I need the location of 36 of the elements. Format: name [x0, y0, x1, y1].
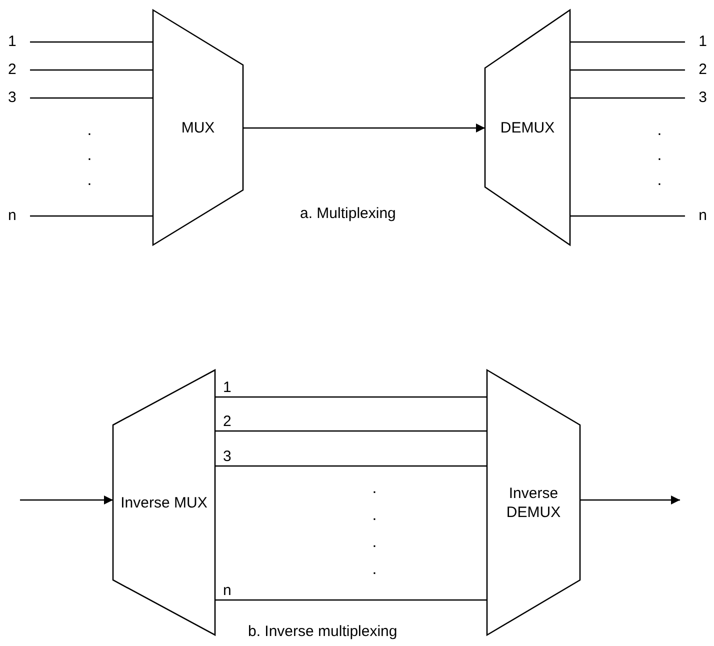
- ellipsis-dots: . . .: [656, 121, 663, 191]
- arrow: [20, 496, 113, 504]
- channel-number: n: [685, 207, 707, 225]
- arrow: [580, 496, 680, 504]
- channel-number: n: [8, 207, 30, 225]
- line: [570, 69, 685, 71]
- line: [30, 69, 153, 71]
- trapezoid-block: [113, 370, 215, 635]
- ellipsis-dots: . . .: [86, 121, 93, 191]
- channel-number: 2: [685, 61, 707, 79]
- channel-number: 3: [685, 89, 707, 107]
- caption: a. Multiplexing: [300, 205, 396, 222]
- trapezoid-block: [485, 10, 570, 245]
- block-label: Inverse MUX: [120, 493, 208, 512]
- trapezoid-block: [153, 10, 243, 245]
- block-label: Inverse DEMUX: [505, 484, 562, 522]
- arrow: [243, 124, 485, 132]
- line: [215, 599, 487, 601]
- line: [570, 41, 685, 43]
- line: [30, 215, 153, 217]
- line: [570, 97, 685, 99]
- line: [215, 430, 487, 432]
- ellipsis-dots: . . . .: [371, 479, 378, 580]
- line: [215, 465, 487, 467]
- channel-number: 3: [8, 89, 30, 107]
- trapezoid-block: [487, 370, 580, 635]
- channel-number: 1: [685, 33, 707, 51]
- line: [30, 41, 153, 43]
- caption: b. Inverse multiplexing: [248, 623, 398, 640]
- line: [570, 215, 685, 217]
- channel-number: 2: [8, 61, 30, 79]
- line: [215, 396, 487, 398]
- block-label: DEMUX: [499, 118, 556, 137]
- block-label: MUX: [180, 118, 216, 137]
- channel-number: 1: [8, 33, 30, 51]
- line: [30, 97, 153, 99]
